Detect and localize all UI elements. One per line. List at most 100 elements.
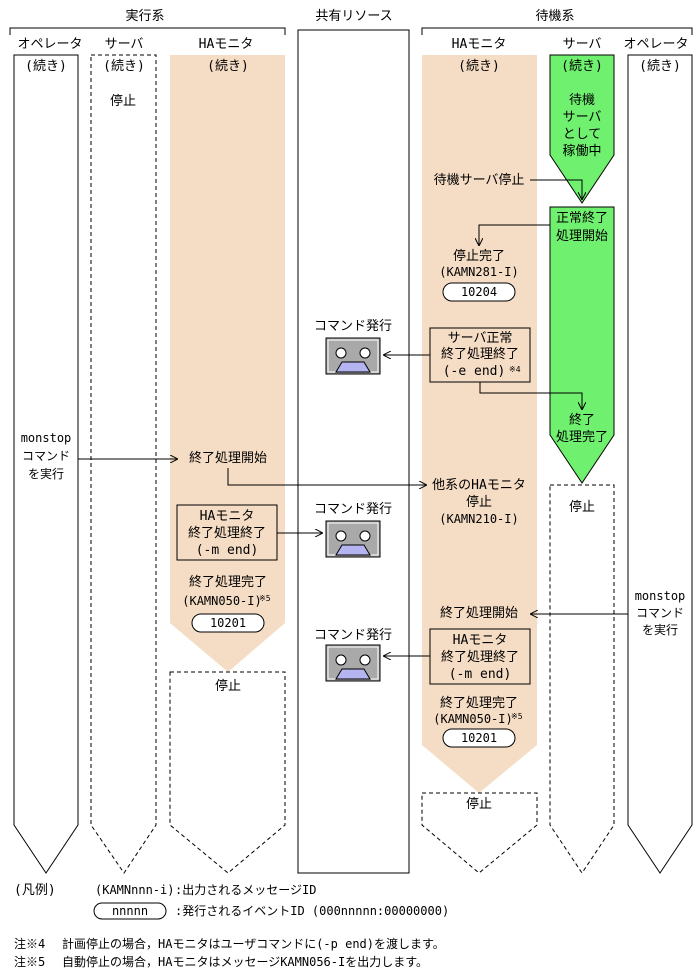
group-title-shared: 共有リソース <box>315 9 392 24</box>
standby-done-msg: (KAMN050-I) <box>433 712 512 726</box>
active-ha-end-box-text: HAモニタ 終了処理終了 (-m end) <box>188 509 266 558</box>
stop-done-label: 停止完了 <box>453 248 505 264</box>
svg-text:を実行: を実行 <box>28 466 64 481</box>
active-event-id: 10201 <box>210 616 246 630</box>
lane-operator-active <box>13 54 79 874</box>
lane-header-server-active: サーバ <box>105 37 144 52</box>
standby-server-running-label: 待機 サーバ として 稼働中 <box>562 93 601 159</box>
standby-server-stop-label: 待機サーバ停止 <box>434 172 525 188</box>
svg-text:終了: 終了 <box>569 412 595 428</box>
lane-ha-active <box>170 55 285 672</box>
event-id-10204: 10204 <box>461 285 497 299</box>
event-badge-10201-standby <box>442 728 516 748</box>
standby-ha-stopped: 停止 <box>466 796 492 812</box>
active-server-stopped: 停止 <box>110 93 136 109</box>
continued-ha-active: (続き) <box>207 59 249 74</box>
svg-text:待機: 待機 <box>569 93 595 108</box>
svg-text:monstop: monstop <box>635 589 686 603</box>
svg-text:monstop: monstop <box>21 431 72 445</box>
svg-text:(-m end): (-m end) <box>449 667 512 682</box>
legend-event-badge <box>93 902 167 920</box>
svg-text:終了処理終了: 終了処理終了 <box>441 649 519 665</box>
svg-text:他系のHAモニタ: 他系のHAモニタ <box>432 478 526 493</box>
svg-text:を実行: を実行 <box>642 622 678 637</box>
svg-text:HAモニタ: HAモニタ <box>453 633 508 648</box>
command-device-icon <box>325 520 381 558</box>
svg-text:として: として <box>563 127 602 142</box>
svg-text:サーバ正常: サーバ正常 <box>448 331 513 346</box>
lane-ha-standby-stopped <box>421 792 538 874</box>
lane-operator-standby <box>627 54 693 874</box>
arrow-standby-stop <box>530 179 582 199</box>
stop-done-msg: (KAMN281-I) <box>439 265 518 279</box>
svg-text:稼働中: 稼働中 <box>562 144 601 159</box>
server-end-done-label: 終了 処理完了 <box>556 412 608 445</box>
legend-event-sample: nnnnn <box>112 904 148 918</box>
group-header-standby: 待機系 <box>421 8 693 35</box>
lane-header-operator-standby: オペレータ <box>623 37 688 52</box>
standby-shutdown-done: 終了処理完了 <box>440 695 518 711</box>
arrow-server-end-done <box>479 382 582 409</box>
standby-event-id: 10201 <box>461 731 497 745</box>
note-4-mark: 注※4 <box>14 936 45 951</box>
legend-msg-desc: :出力されるメッセージID <box>175 883 316 897</box>
note-5-mark: 注※5 <box>14 954 45 969</box>
command-issue-label-1: コマンド発行 <box>314 319 392 334</box>
svg-text:正常終了: 正常終了 <box>556 210 608 226</box>
svg-text:コマンド: コマンド <box>22 449 70 463</box>
group-title-standby: 待機系 <box>535 9 574 24</box>
svg-text:HAモニタ: HAモニタ <box>200 509 255 524</box>
continued-server-standby: (続き) <box>561 59 603 74</box>
svg-text:処理完了: 処理完了 <box>556 430 608 445</box>
lane-server-standby-ending <box>549 206 615 484</box>
continued-operator-standby: (続き) <box>639 59 681 74</box>
svg-text:コマンド: コマンド <box>636 606 684 620</box>
lane-header-server-standby: サーバ <box>563 37 602 52</box>
command-issue-label-3: コマンド発行 <box>314 628 392 643</box>
continued-operator-active: (続き) <box>25 59 67 74</box>
arrow-other-ha-stop <box>227 468 426 485</box>
note-4-text: 計画停止の場合，HAモニタはユーザコマンドに(-p end)を渡します。 <box>62 936 445 951</box>
active-shutdown-start: 終了処理開始 <box>189 450 267 466</box>
svg-text:処理開始: 処理開始 <box>556 229 608 244</box>
group-header-active: 実行系 <box>9 8 286 35</box>
legend-msg-sample: (KAMNnnn-i) <box>95 883 174 897</box>
event-badge-10204 <box>442 282 516 302</box>
lane-header-ha-standby: HAモニタ <box>452 37 507 52</box>
svg-text:(KAMN210-I): (KAMN210-I) <box>439 512 518 526</box>
command-device-icon <box>325 644 381 682</box>
active-monstop-cmd: monstop コマンド を実行 <box>21 431 72 481</box>
lane-ha-standby <box>422 55 537 793</box>
lane-shared-resource <box>297 29 410 874</box>
standby-note5-mark: ※5 <box>511 712 523 721</box>
svg-text:サーバ: サーバ <box>563 110 602 125</box>
legend-event-desc: :発行されるイベントID (000nnnnn:00000000) <box>175 904 449 918</box>
lane-header-operator-active: オペレータ <box>17 37 82 52</box>
standby-ha-end-box-text: HAモニタ 終了処理終了 (-m end) <box>441 633 519 682</box>
svg-text:(-e end): (-e end) <box>443 364 506 379</box>
server-end-box-text: サーバ正常 終了処理終了 (-e end) <box>441 331 519 379</box>
active-ha-stopped: 停止 <box>215 678 241 694</box>
active-done-msg: (KAMN050-I) <box>182 594 261 608</box>
lane-ha-active-stopped <box>169 671 286 874</box>
notes: 注※4 計画停止の場合，HAモニタはユーザコマンドに(-p end)を渡します。… <box>14 936 445 969</box>
lane-server-standby-running <box>549 54 615 204</box>
svg-text:停止: 停止 <box>466 494 492 510</box>
standby-monstop-cmd: monstop コマンド を実行 <box>635 589 686 637</box>
group-title-active: 実行系 <box>125 8 164 24</box>
active-note5-mark: ※5 <box>259 594 271 603</box>
svg-text:終了処理終了: 終了処理終了 <box>188 525 266 541</box>
legend-title: (凡例) <box>14 883 56 898</box>
group-header-shared: 共有リソース <box>315 9 392 24</box>
lane-server-standby-stopped <box>549 484 615 874</box>
note-5-text: 自動停止の場合，HAモニタはメッセージKAMN056-Iを出力します。 <box>62 954 428 969</box>
svg-text:終了処理終了: 終了処理終了 <box>441 346 519 362</box>
svg-text:(-m end): (-m end) <box>196 543 259 558</box>
normal-end-start-label: 正常終了 処理開始 <box>556 210 608 244</box>
legend: (凡例) (KAMNnnn-i) :出力されるメッセージID nnnnn :発行… <box>14 883 449 920</box>
continued-ha-standby: (続き) <box>458 59 500 74</box>
other-ha-stop-label: 他系のHAモニタ 停止 (KAMN210-I) <box>432 478 526 526</box>
active-shutdown-done: 終了処理完了 <box>189 574 267 590</box>
arrow-stop-done <box>479 224 550 245</box>
